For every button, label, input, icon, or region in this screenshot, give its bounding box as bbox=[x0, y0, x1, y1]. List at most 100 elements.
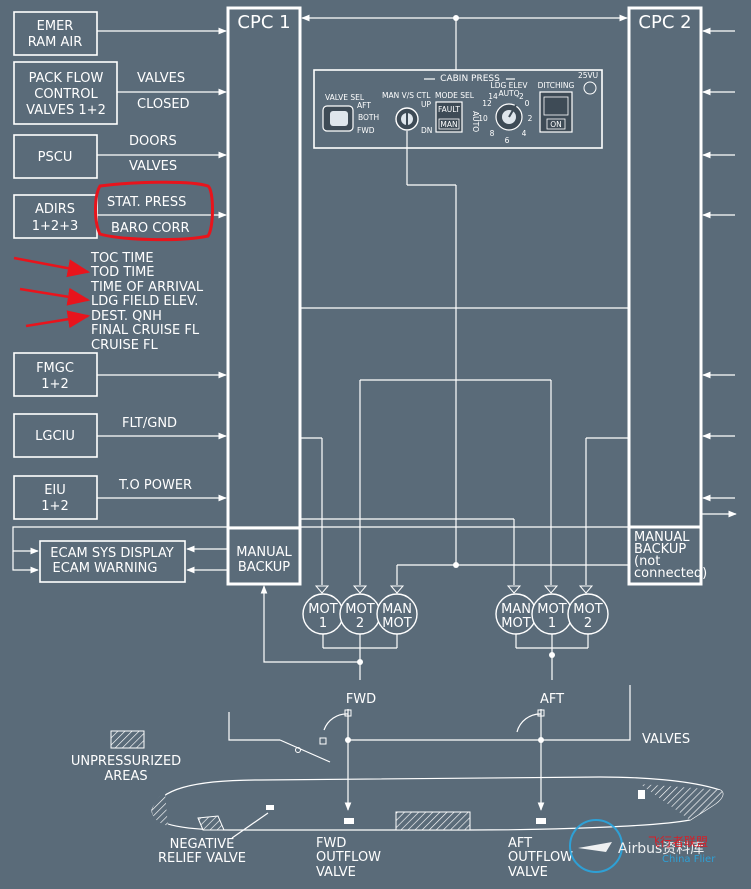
svg-text:12: 12 bbox=[482, 99, 492, 108]
svg-text:MOT: MOT bbox=[345, 602, 374, 617]
fwd-outflow-line2: OUTFLOW bbox=[316, 850, 381, 865]
dn-label: DN bbox=[421, 126, 432, 135]
cpc2-backup-line1: MANUAL bbox=[634, 530, 690, 545]
pack-flow-line1: PACK FLOW bbox=[29, 71, 104, 86]
mode-sel-label: MODE SEL bbox=[435, 91, 475, 100]
svg-text:1: 1 bbox=[548, 616, 556, 631]
man-label: MAN bbox=[440, 120, 457, 129]
fmgc-item-ldg-elev: LDG FIELD ELEV. bbox=[91, 294, 198, 309]
svg-text:10: 10 bbox=[478, 114, 488, 123]
eiu-line1: EIU bbox=[44, 483, 66, 498]
aft-outflow-line1: AFT bbox=[508, 836, 532, 851]
aft-motor-group: MAN MOT MOT 1 MOT 2 bbox=[495, 585, 609, 635]
svg-text:MAN: MAN bbox=[501, 602, 531, 617]
red-arrow-2 bbox=[19, 287, 91, 306]
emer-ram-air-box: EMER RAM AIR bbox=[13, 11, 98, 56]
svg-text:2: 2 bbox=[356, 616, 364, 631]
ldg-auto-label: AUTO bbox=[498, 89, 519, 98]
svg-text:2: 2 bbox=[584, 616, 592, 631]
pack-flow-line3: VALVES 1+2 bbox=[26, 103, 106, 118]
svg-text:14: 14 bbox=[488, 92, 498, 101]
cpc2-backup-line3: (not bbox=[634, 554, 660, 569]
svg-text:MOT: MOT bbox=[501, 616, 530, 631]
fmgc-item-final-cruise: FINAL CRUISE FL bbox=[91, 323, 200, 338]
fuselage bbox=[151, 776, 724, 831]
fwd-outflow-line1: FWD bbox=[316, 836, 346, 851]
lgciu-signal: FLT/GND bbox=[122, 416, 177, 431]
red-highlight-circle bbox=[94, 180, 214, 242]
pscu-label: PSCU bbox=[38, 150, 73, 165]
watermark: Airbus资料库 飞行者联盟 China Flier bbox=[569, 819, 716, 873]
valve-sel-label: VALVE SEL bbox=[325, 93, 365, 102]
emer-ram-air-line2: RAM AIR bbox=[28, 35, 83, 50]
fmgc-box: FMGC 1+2 bbox=[13, 352, 98, 397]
up-label: UP bbox=[421, 100, 431, 109]
eiu-signal: T.O POWER bbox=[118, 478, 192, 493]
watermark-text1: Airbus资料库 bbox=[618, 841, 704, 857]
plane-icon bbox=[578, 842, 612, 852]
control-lines bbox=[300, 184, 629, 585]
pscu-box: PSCU bbox=[13, 134, 98, 179]
fmgc-line2: 1+2 bbox=[41, 377, 68, 392]
svg-text:MOT: MOT bbox=[537, 602, 566, 617]
fwd-valve-label: FWD bbox=[346, 692, 376, 707]
lgciu-label: LGCIU bbox=[35, 429, 75, 444]
negative-relief-line2: RELIEF VALVE bbox=[158, 851, 246, 866]
mode-sel-button[interactable]: FAULT MAN bbox=[435, 101, 463, 133]
cabin-press-panel: CABIN PRESS VALVE SEL AFT BOTH FWD MAN V… bbox=[313, 69, 603, 149]
cpc2-input-arrows bbox=[701, 27, 737, 518]
svg-text:0: 0 bbox=[525, 99, 530, 108]
vu-label: 25VU bbox=[578, 71, 598, 80]
cpc2-backup-line2: BACKUP bbox=[634, 542, 686, 557]
red-arrow-1 bbox=[13, 256, 91, 278]
ditching-label: DITCHING bbox=[538, 81, 575, 90]
unpressurized-line1: UNPRESSURIZED bbox=[71, 754, 181, 769]
valve-both-label: BOTH bbox=[358, 113, 379, 122]
aft-valve-symbol bbox=[516, 685, 631, 811]
ditching-button[interactable]: ON bbox=[539, 91, 573, 133]
eiu-line2: 1+2 bbox=[41, 499, 68, 514]
red-arrow-3 bbox=[25, 310, 91, 329]
panel-title: CABIN PRESS bbox=[440, 74, 500, 84]
valve-selector-switch[interactable] bbox=[322, 105, 354, 132]
ldg-elev-label: LDG ELEV bbox=[491, 81, 529, 90]
pack-flow-control-box: PACK FLOW CONTROL VALVES 1+2 bbox=[13, 61, 118, 125]
svg-text:1: 1 bbox=[319, 616, 327, 631]
ldg-elev-dial-marks: 14 12 10 8 6 4 2 0 -2 bbox=[478, 92, 532, 145]
lgciu-box: LGCIU bbox=[13, 413, 98, 458]
cpc1-backup-line1: MANUAL bbox=[236, 545, 292, 560]
aft-valve-label: AFT bbox=[540, 692, 564, 707]
svg-text:8: 8 bbox=[490, 129, 495, 138]
svg-text:MOT: MOT bbox=[382, 616, 411, 631]
svg-text:2: 2 bbox=[528, 114, 533, 123]
adirs-line2: 1+2+3 bbox=[32, 219, 79, 234]
ecam-sys-display: ECAM SYS DISPLAY bbox=[50, 546, 173, 561]
ldg-elev-dial[interactable] bbox=[495, 103, 523, 131]
panel-screw-icon bbox=[583, 81, 597, 95]
fmgc-item-tod: TOD TIME bbox=[90, 265, 155, 280]
negative-relief-line1: NEGATIVE bbox=[170, 837, 235, 852]
svg-text:6: 6 bbox=[505, 136, 510, 145]
unpressurized-swatch bbox=[110, 730, 145, 749]
ecam-warning: ECAM WARNING bbox=[53, 561, 158, 576]
cpc2-backup-line4: connected) bbox=[634, 566, 707, 581]
pscu-valves-label: VALVES bbox=[129, 159, 177, 174]
cpc1-box: CPC 1 MANUAL BACKUP bbox=[226, 6, 302, 586]
motor-shafts bbox=[260, 585, 589, 680]
pscu-doors-label: DOORS bbox=[129, 134, 177, 149]
fmgc-item-qnh: DEST. QNH bbox=[91, 309, 162, 324]
unpressurized-line2: AREAS bbox=[104, 769, 147, 784]
watermark-text3: China Flier bbox=[662, 854, 716, 865]
man-vs-ctl-knob[interactable] bbox=[395, 107, 419, 131]
cpc1-backup-line2: BACKUP bbox=[238, 560, 290, 575]
pack-closed-label: CLOSED bbox=[137, 97, 190, 112]
fwd-valve-symbol bbox=[228, 709, 540, 811]
cpc2-box: CPC 2 MANUAL BACKUP (not connected) bbox=[627, 6, 707, 586]
svg-text:4: 4 bbox=[522, 129, 527, 138]
cpc2-title: CPC 2 bbox=[638, 12, 691, 33]
adirs-box: ADIRS 1+2+3 bbox=[13, 194, 98, 239]
aft-outflow-line2: OUTFLOW bbox=[508, 850, 573, 865]
auto-vertical-label: AUTO bbox=[471, 111, 480, 132]
eiu-box: EIU 1+2 bbox=[13, 475, 98, 520]
